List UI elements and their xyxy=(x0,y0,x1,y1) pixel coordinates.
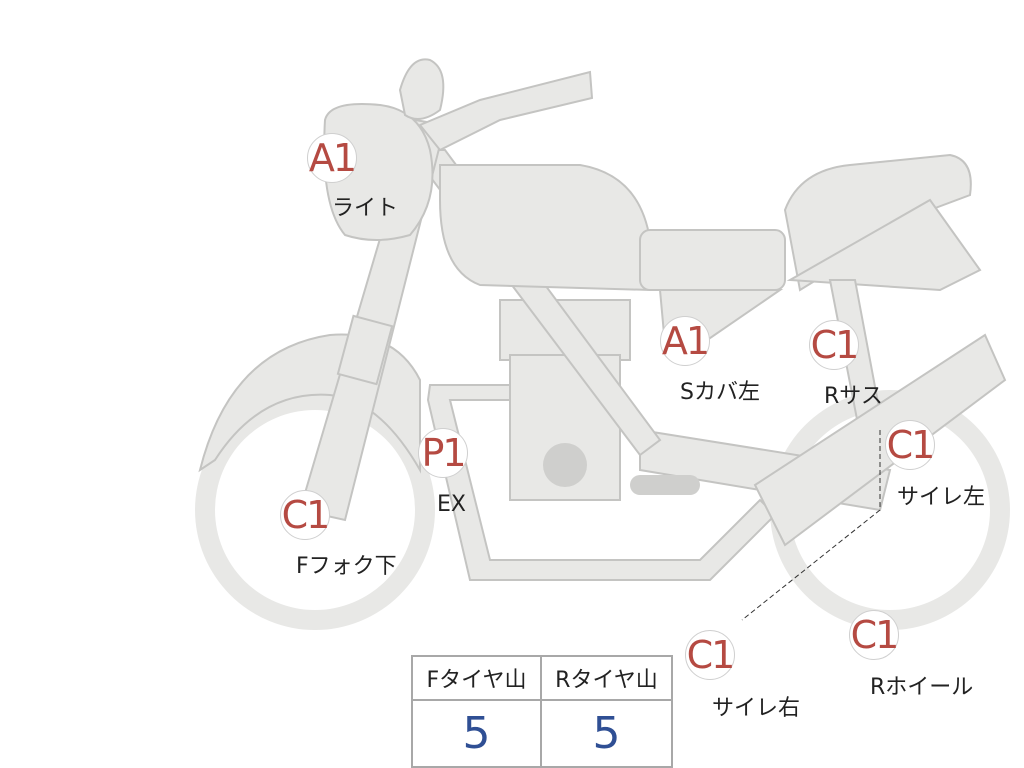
rear-sus-label: Rサス xyxy=(824,384,883,409)
muffler-left-code-badge[interactable]: C1 xyxy=(885,420,935,470)
fork-code-badge[interactable]: C1 xyxy=(280,490,330,540)
rear-wheel-code-badge[interactable]: C1 xyxy=(849,610,899,660)
side-cover-code-badge[interactable]: A1 xyxy=(660,316,710,366)
light-label: ライト xyxy=(332,196,399,221)
exhaust-label: EX xyxy=(437,492,466,517)
side-cover-label: Sカバ左 xyxy=(680,380,760,405)
handlebar xyxy=(418,70,594,152)
fork-label: Fフォク下 xyxy=(296,554,397,579)
muffler-right-label: サイレ右 xyxy=(712,696,801,721)
fuel-tank xyxy=(439,164,651,292)
muffler-left-label: サイレ左 xyxy=(897,485,986,510)
front-tire-value: 5 xyxy=(413,701,542,766)
tire-tread-table: Fタイヤ山 Rタイヤ山 5 5 xyxy=(411,655,673,768)
rear-sus-code-badge[interactable]: C1 xyxy=(809,320,859,370)
muffler-right-code-badge[interactable]: C1 xyxy=(685,630,735,680)
front-tire-header: Fタイヤ山 xyxy=(413,657,542,701)
rear-tire-header: Rタイヤ山 xyxy=(542,657,671,701)
light-code-badge[interactable]: A1 xyxy=(307,133,357,183)
rear-tire-value: 5 xyxy=(592,708,621,759)
rear-wheel-label: Rホイール xyxy=(870,675,974,700)
exhaust-code-badge[interactable]: P1 xyxy=(418,428,468,478)
muffler-right-leader xyxy=(741,509,881,621)
